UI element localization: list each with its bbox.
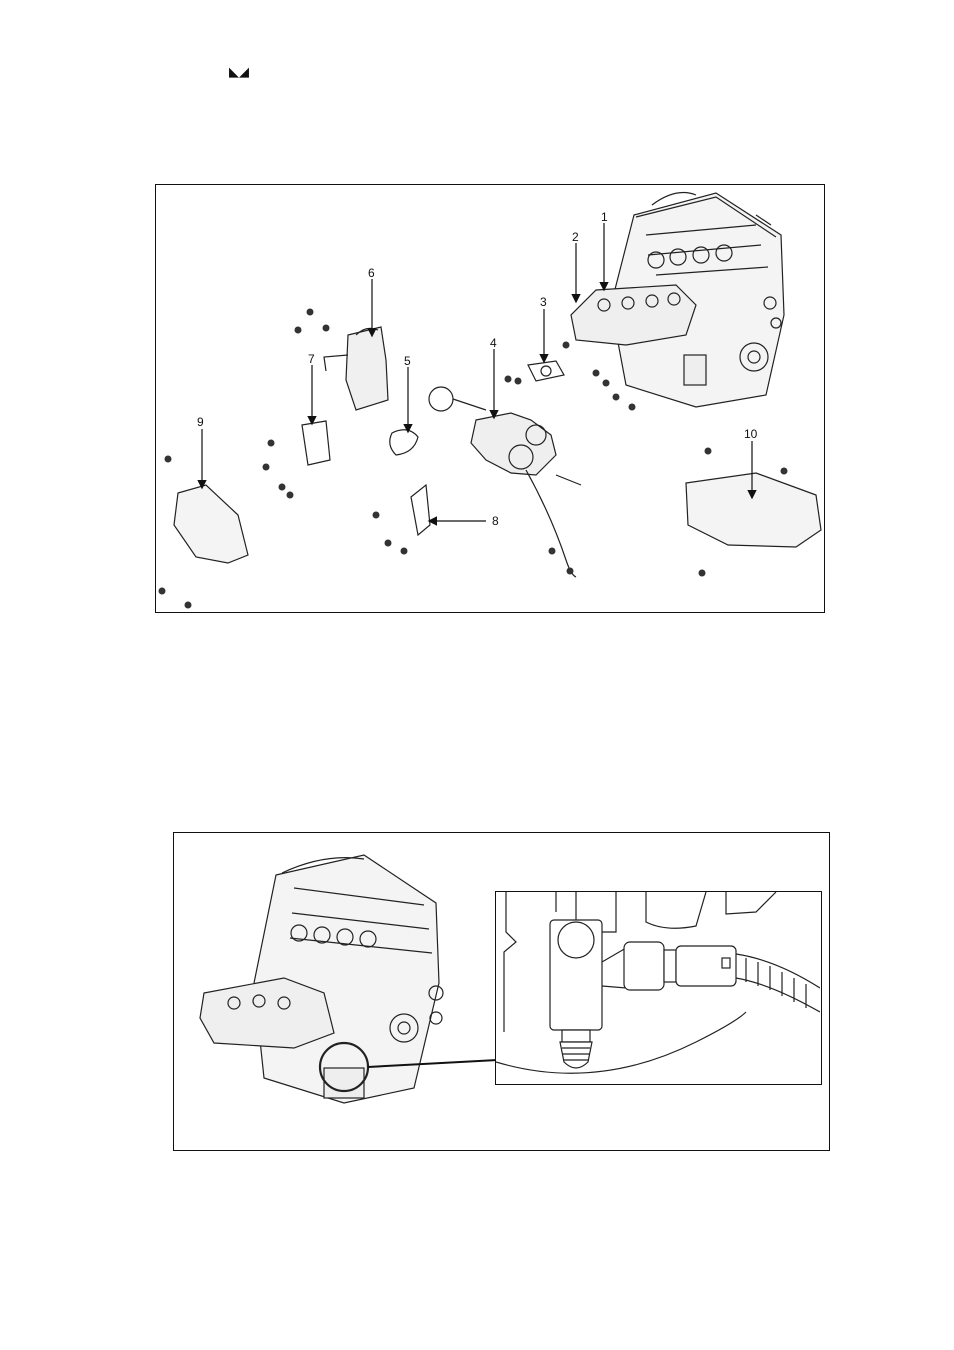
bracket-7 — [302, 421, 330, 465]
callout-2: 2 — [572, 230, 579, 244]
exploded-view-drawing: 1 2 3 4 5 6 7 8 9 10 — [156, 185, 826, 614]
sensor-detail-drawing — [496, 892, 820, 1083]
callout-3: 3 — [540, 295, 547, 309]
exploded-view-figure: 1 2 3 4 5 6 7 8 9 10 — [155, 184, 825, 613]
bracket-8 — [411, 485, 430, 535]
callout-10: 10 — [744, 427, 758, 441]
callout-9: 9 — [197, 415, 204, 429]
callout-1: 1 — [601, 210, 608, 224]
heat-shield-9 — [174, 485, 248, 563]
callout-7: 7 — [308, 352, 315, 366]
exhaust-manifold — [571, 285, 696, 345]
header-glyph: ◣◢ — [229, 66, 249, 79]
catalytic-converter — [324, 327, 388, 410]
turbocharger — [429, 387, 581, 577]
gasket-5 — [390, 430, 418, 455]
callout-5: 5 — [404, 354, 411, 368]
detail-inset — [495, 891, 822, 1085]
heat-shield-10 — [686, 473, 821, 547]
callout-6: 6 — [368, 266, 375, 280]
callout-4: 4 — [490, 336, 497, 350]
gasket-3 — [528, 361, 564, 381]
sensor-threaded-tip — [560, 1042, 592, 1068]
callout-8: 8 — [492, 514, 499, 528]
sensor-location-figure — [173, 832, 830, 1151]
sensor-connector — [624, 942, 664, 990]
